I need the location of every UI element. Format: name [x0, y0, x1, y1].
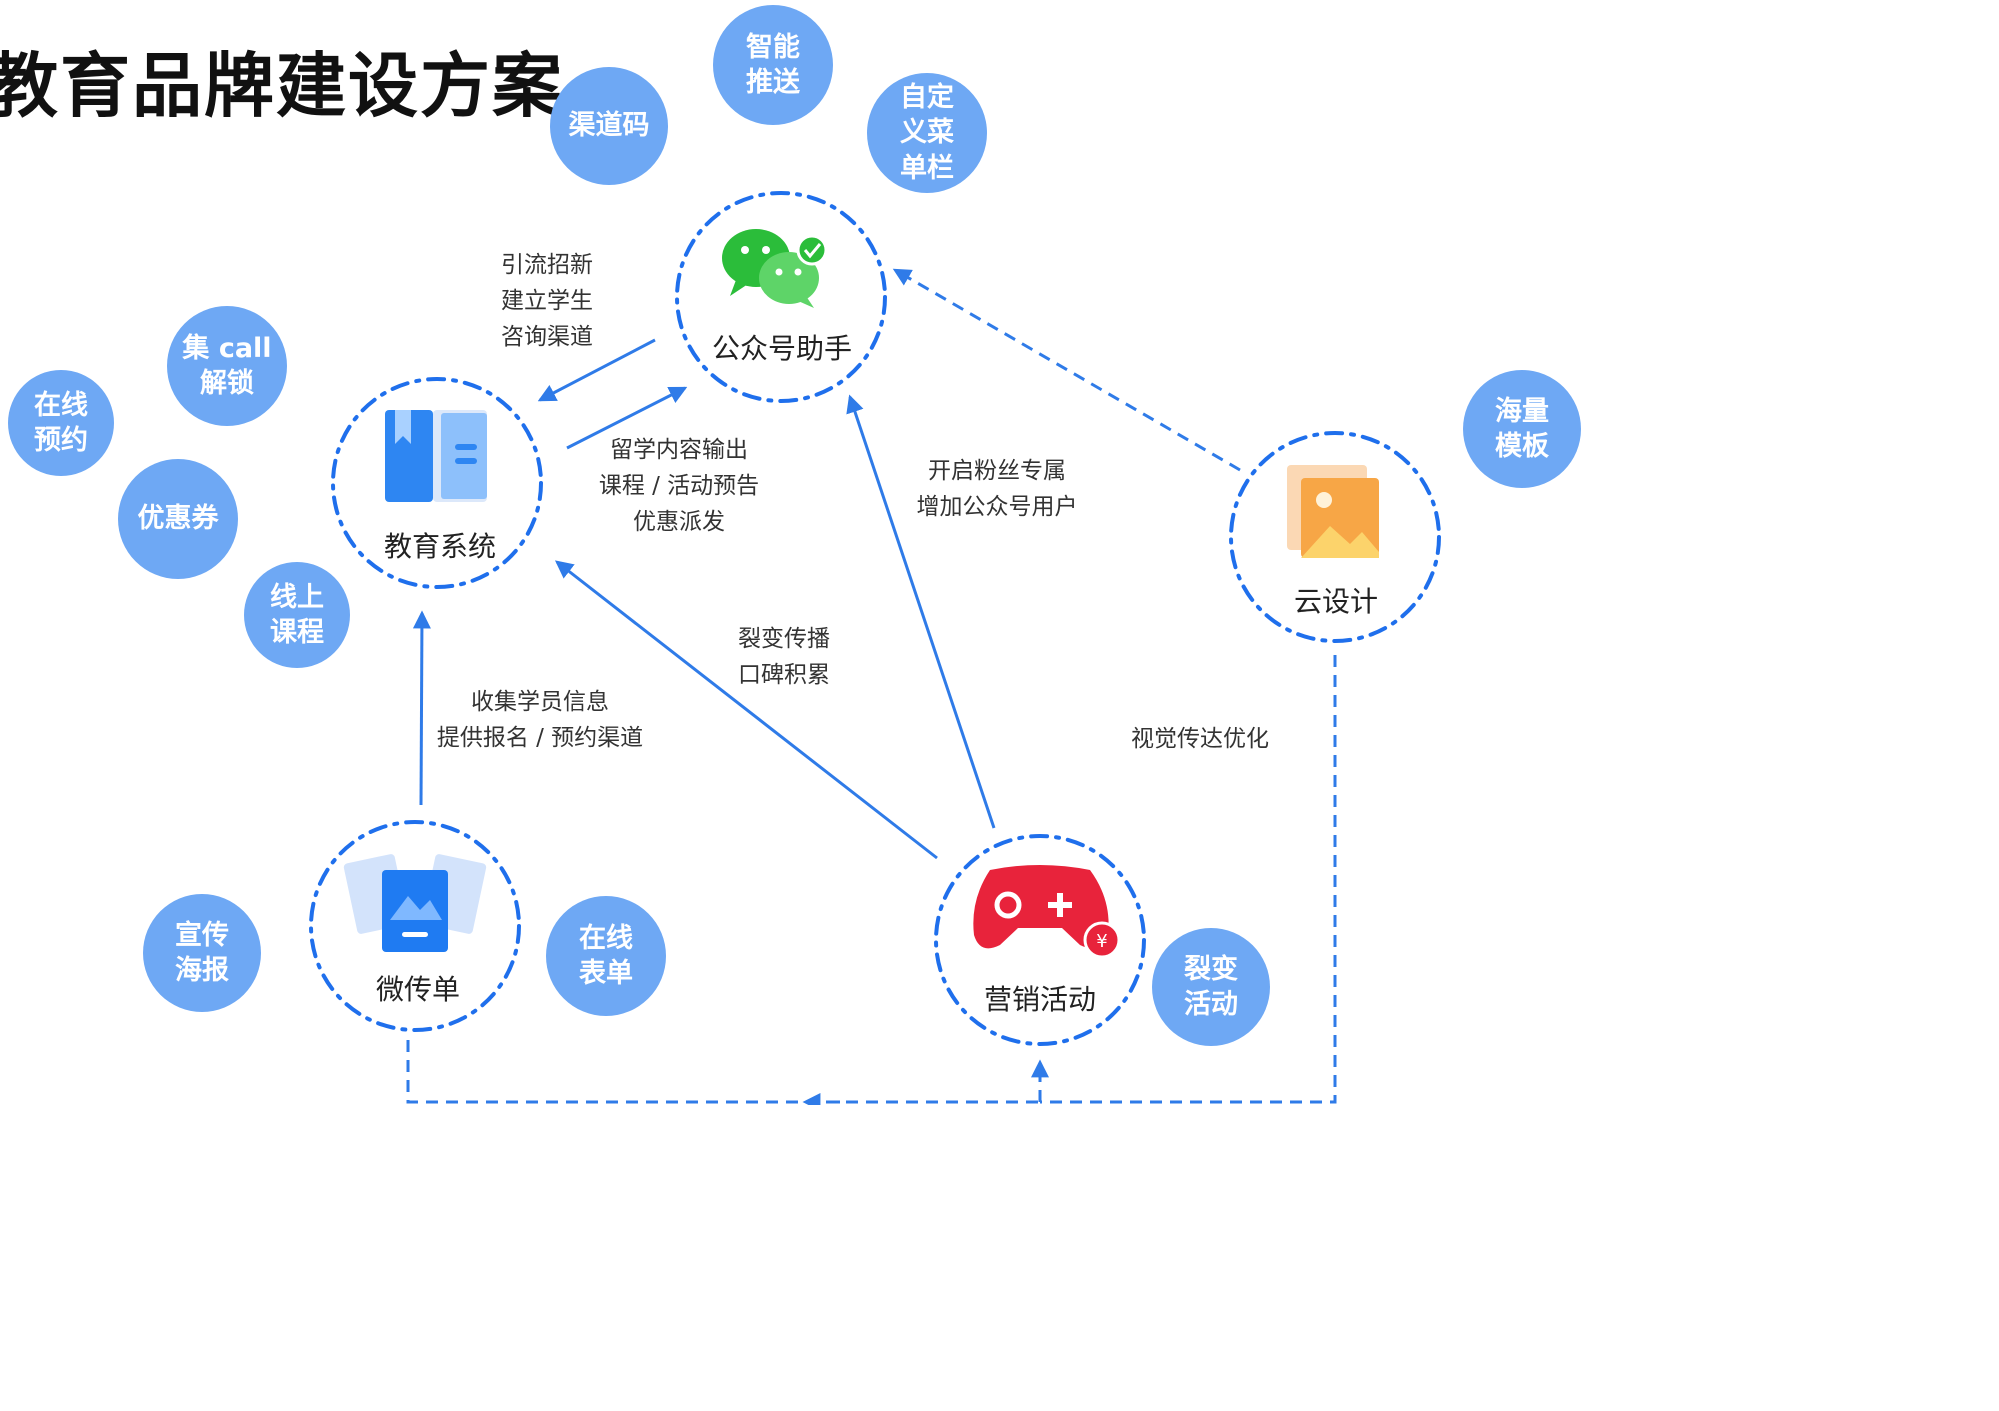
image-card-icon [343, 854, 487, 952]
bubble-online-course: 线上 课程 [244, 562, 350, 668]
bubble-massive-templates: 海量 模板 [1463, 370, 1581, 488]
wechat-icon [722, 229, 828, 308]
bubble-online-form: 在线 表单 [546, 896, 666, 1016]
edge-label-cloud-visual: 视觉传达优化 [1131, 726, 1269, 752]
bubble-collect-call: 集 call 解锁 [167, 306, 287, 426]
bubble-coupon: 优惠券 [118, 459, 238, 579]
gamepad-icon: ¥ [973, 865, 1121, 959]
arrow-flyer-to-edu [412, 610, 431, 806]
arrow-marketing-to-oa [846, 394, 996, 829]
bubble-smart-push: 智能 推送 [713, 5, 833, 125]
dashed-flyer-down [406, 1040, 1040, 1104]
node-label-official-account: 公众号助手 [711, 332, 853, 365]
node-label-cloud-design: 云设计 [1293, 585, 1379, 618]
marketing-ring [934, 834, 1146, 1046]
bubble-channel-code: 渠道码 [550, 67, 668, 185]
edge-label-flyer-to-edu: 收集学员信息 提供报名 / 预约渠道 [436, 689, 644, 751]
node-label-marketing: 营销活动 [983, 983, 1097, 1016]
dashed-cloud-to-oa [892, 268, 1241, 472]
edge-label-marketing-to-oa: 开启粉丝专属 增加公众号用户 [916, 458, 1078, 520]
bubble-poster: 宣传 海报 [143, 894, 261, 1012]
micro-flyer-ring [309, 820, 521, 1032]
edu-system-ring [331, 377, 543, 589]
dashed-cloud-down [1040, 655, 1337, 1104]
svg-text:¥: ¥ [1096, 931, 1107, 952]
bubble-viral-activity: 裂变 活动 [1152, 928, 1270, 1046]
bubble-custom-menu: 自定 义菜 单栏 [867, 73, 987, 193]
book-icon [385, 410, 487, 502]
arrow-marketing-to-edu [554, 560, 938, 860]
edge-label-edu-to-oa: 留学内容输出 课程 / 活动预告 优惠派发 [598, 437, 760, 535]
official-account-ring [675, 191, 887, 403]
cloud-design-ring [1229, 431, 1441, 643]
node-label-micro-flyer: 微传单 [375, 973, 461, 1006]
edge-label-oa-to-edu: 引流招新 建立学生 咨询渠道 [501, 252, 593, 350]
edge-label-marketing-to-edu: 裂变传播 口碑积累 [738, 626, 830, 688]
page-title: 教育品牌建设方案 [0, 45, 564, 127]
arrow-edu-to-oa [566, 386, 688, 450]
diagram-canvas: ¥ [309, 191, 1441, 1105]
node-label-edu-system: 教育系统 [383, 530, 497, 563]
arrow-oa-to-edu [537, 338, 656, 402]
picture-icon [1287, 465, 1379, 558]
bubble-online-booking: 在线 预约 [8, 370, 114, 476]
